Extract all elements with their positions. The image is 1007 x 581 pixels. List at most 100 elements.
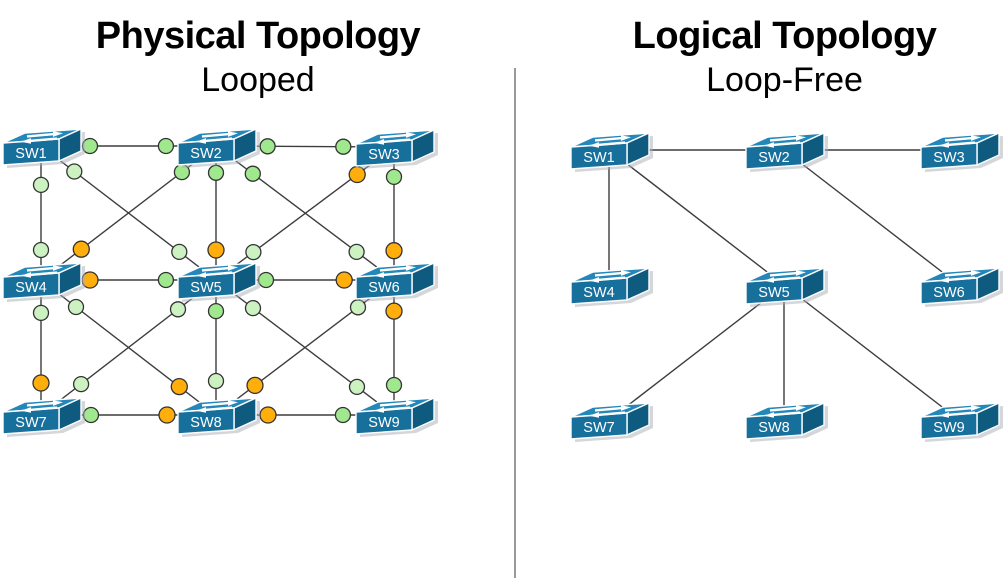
physical-port-SW2-SW3-SW2-green-dot [259, 138, 276, 155]
switch-arrows-icon [196, 265, 238, 278]
physical-port-SW8-SW9-SW9-green-dot [334, 406, 352, 424]
switch-arrows-icon [589, 405, 631, 418]
switch-arrows-icon [374, 132, 416, 145]
switch-label: SW4 [15, 280, 46, 296]
switch-label: SW4 [583, 285, 614, 301]
switch-arrows-icon [589, 135, 631, 148]
switch-arrows-icon [764, 405, 806, 418]
switch-arrows-icon [374, 265, 416, 278]
switch-arrows-icon [939, 405, 981, 418]
physical-switch-SW8: SW8 [177, 397, 260, 437]
physical-port-SW1-SW5-SW5-light_green-dot [171, 243, 188, 261]
physical-port-SW1-SW4-SW4-light_green-dot [32, 241, 50, 259]
switch-label: SW1 [583, 150, 614, 166]
physical-port-SW3-SW6-SW3-green-dot [385, 168, 403, 186]
physical-port-SW1-SW2-SW2-green-dot [157, 137, 175, 155]
physical-port-SW6-SW8-SW6-light_green-dot [349, 299, 367, 316]
physical-port-SW5-SW9-SW5-light_green-dot [244, 299, 262, 317]
switch-label: SW6 [368, 280, 399, 296]
physical-port-SW6-SW8-SW8-orange-dot [246, 376, 264, 395]
logical-switch-SW1: SW1 [570, 132, 653, 172]
physical-port-SW5-SW9-SW9-light_green-dot [348, 378, 366, 396]
switch-label: SW8 [758, 420, 789, 436]
physical-switch-SW3: SW3 [355, 129, 438, 169]
physical-topology-title: Physical Topology [95, 15, 421, 57]
physical-port-SW4-SW7-SW7-orange-dot [32, 374, 50, 392]
logical-link-SW1-SW5 [608, 149, 785, 286]
logical-link-SW5-SW7 [608, 284, 785, 421]
physical-switch-SW6: SW6 [355, 262, 438, 302]
switch-label: SW9 [368, 415, 399, 431]
switch-label: SW7 [583, 420, 614, 436]
switch-label: SW2 [190, 146, 221, 162]
switch-label: SW6 [933, 285, 964, 301]
logical-topology-subtitle: Loop-Free [706, 61, 863, 99]
physical-port-SW5-SW8-SW5-green-dot [207, 302, 225, 320]
switch-arrows-icon [21, 400, 63, 413]
physical-port-SW5-SW7-SW7-light_green-dot [72, 375, 90, 393]
physical-port-SW4-SW5-SW5-green-dot [157, 271, 175, 289]
switch-arrows-icon [764, 270, 806, 283]
switch-arrows-icon [939, 135, 981, 148]
physical-port-SW3-SW5-SW3-orange-dot [348, 165, 366, 184]
logical-switch-SW2: SW2 [745, 132, 828, 172]
switch-label: SW1 [15, 146, 46, 162]
physical-port-SW3-SW5-SW5-light_green-dot [245, 243, 262, 261]
physical-switch-SW4: SW4 [2, 262, 85, 302]
switch-arrows-icon [21, 131, 63, 144]
switch-label: SW8 [190, 415, 221, 431]
logical-link-SW5-SW9 [783, 284, 960, 421]
physical-port-SW5-SW8-SW8-light_green-dot [207, 372, 225, 390]
physical-port-SW4-SW7-SW4-light_green-dot [32, 304, 50, 322]
physical-port-SW5-SW7-SW5-light_green-dot [169, 301, 187, 318]
physical-topology-subtitle: Looped [201, 61, 315, 99]
physical-port-SW7-SW8-SW7-green-dot [82, 406, 100, 424]
logical-switch-SW7: SW7 [570, 402, 653, 442]
physical-port-SW3-SW6-SW6-orange-dot [385, 242, 403, 260]
switch-arrows-icon [196, 131, 238, 144]
logical-topology-title: Logical Topology [632, 15, 937, 57]
logical-link-SW2-SW6 [783, 149, 960, 286]
switch-arrows-icon [374, 400, 416, 413]
physical-port-SW4-SW8-SW4-light_green-dot [67, 298, 85, 316]
physical-port-SW4-SW8-SW8-orange-dot [170, 377, 188, 396]
switch-label: SW9 [933, 420, 964, 436]
physical-port-SW2-SW5-SW5-orange-dot [207, 241, 225, 259]
physical-port-dots [32, 137, 403, 424]
physical-port-SW1-SW4-SW1-light_green-dot [32, 176, 50, 194]
physical-port-SW1-SW5-SW1-light_green-dot [66, 163, 83, 180]
logical-switch-SW3: SW3 [920, 132, 1003, 172]
switch-arrows-icon [939, 270, 981, 283]
switch-label: SW5 [190, 280, 221, 296]
physical-port-SW2-SW5-SW2-green-dot [207, 164, 225, 181]
physical-switch-SW5: SW5 [177, 262, 260, 302]
logical-switch-SW4: SW4 [570, 267, 653, 307]
logical-switch-SW9: SW9 [920, 402, 1003, 442]
physical-switch-SW1: SW1 [2, 128, 85, 168]
switch-arrows-icon [21, 265, 63, 278]
switch-label: SW7 [15, 415, 46, 431]
logical-switch-SW8: SW8 [745, 402, 828, 442]
physical-port-SW5-SW6-SW5-green-dot [257, 271, 275, 289]
physical-switch-SW9: SW9 [355, 397, 438, 437]
physical-port-SW5-SW6-SW6-orange-dot [335, 271, 353, 289]
physical-port-SW2-SW6-SW2-green-dot [244, 165, 261, 182]
physical-port-SW2-SW3-SW3-green-dot [335, 138, 352, 155]
switch-arrows-icon [196, 400, 238, 413]
physical-port-SW6-SW9-SW6-orange-dot [385, 302, 403, 320]
physical-link-SW5-SW7 [40, 279, 217, 416]
physical-port-SW2-SW4-SW4-orange-dot [72, 240, 90, 258]
physical-port-SW6-SW9-SW9-green-dot [385, 376, 403, 394]
panel-divider [514, 68, 516, 578]
switch-label: SW2 [758, 150, 789, 166]
physical-switch-SW2: SW2 [177, 128, 260, 168]
switch-label: SW3 [368, 147, 399, 163]
physical-switch-SW7: SW7 [2, 397, 85, 437]
physical-port-SW8-SW9-SW8-orange-dot [259, 406, 277, 424]
switch-label: SW3 [933, 150, 964, 166]
switch-label: SW5 [758, 285, 789, 301]
